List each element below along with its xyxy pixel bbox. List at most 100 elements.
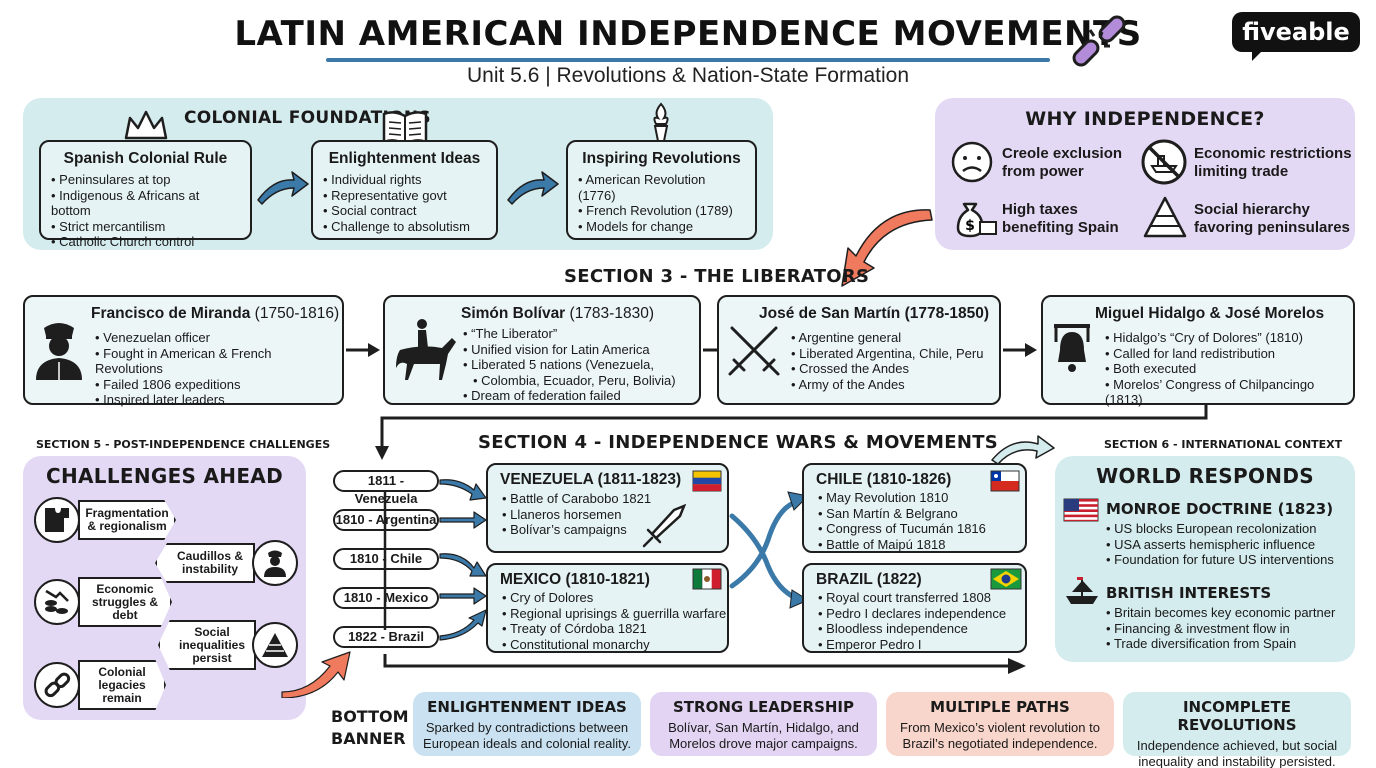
brazil-flag-icon: [990, 568, 1022, 590]
card-title: MEXICO (1810-1821): [500, 571, 650, 588]
monroe-list: US blocks European recolonization USA as…: [1106, 521, 1334, 568]
timeline-pill-venezuela: 1811 - Venezuela: [333, 470, 439, 506]
card-title: BRAZIL (1822): [816, 571, 922, 588]
pyramid-icon: [252, 622, 298, 668]
list-item: Indigenous & Africans at bottom: [51, 188, 240, 219]
crossing-arrows: [729, 491, 810, 609]
list-item: Bloodless independence: [818, 621, 1006, 637]
banner-title: ENLIGHTENMENT IDEAS: [427, 698, 627, 716]
list-item: Morelos’ Congress of Chilpancingo (1813): [1105, 377, 1353, 408]
bell-icon: [1054, 324, 1090, 372]
list-item: Fought in American & French Revolutions: [95, 346, 342, 377]
banner-leadership: STRONG LEADERSHIP Bolívar, San Martín, H…: [650, 692, 877, 756]
card-title: José de San Martín (1778-1850): [759, 305, 990, 322]
card-title: Spanish Colonial Rule: [63, 150, 228, 167]
crown-icon: [124, 110, 168, 144]
crossed-swords-icon: [728, 326, 780, 376]
section4-heading: SECTION 4 - INDEPENDENCE WARS & MOVEMENT…: [478, 432, 999, 453]
card-title: CHILE (1810-1826): [816, 471, 952, 488]
fiveable-logo[interactable]: fiveable: [1232, 12, 1360, 61]
list-item: US blocks European recolonization: [1106, 521, 1334, 537]
declining-coins-icon: [34, 579, 80, 625]
list-item: USA asserts hemispheric influence: [1106, 537, 1334, 553]
list-item: Trade diversification from Spain: [1106, 636, 1335, 652]
list-item: Emperor Pedro I: [818, 637, 1006, 653]
list-item: Social contract: [323, 203, 486, 219]
list-item: May Revolution 1810: [818, 490, 986, 506]
list-item: Cry of Dolores: [502, 590, 726, 606]
list-item: Individual rights: [323, 172, 486, 188]
list-item: Crossed the Andes: [791, 361, 983, 377]
list-item: Battle of Maipú 1818: [818, 537, 986, 553]
list-item: Both executed: [1105, 361, 1353, 377]
list-item: Peninsulares at top: [51, 172, 240, 188]
list-item: “The Liberator”: [463, 326, 676, 342]
title-underline: [326, 58, 1050, 62]
list-item: Hidalgo’s “Cry of Dolores” (1810): [1105, 330, 1353, 346]
horse-rider-icon: [396, 319, 456, 380]
timeline-arrows: [439, 479, 487, 641]
list-item: French Revolution (1789): [578, 203, 745, 219]
open-book-icon: [382, 111, 428, 146]
british-title: BRITISH INTERESTS: [1106, 584, 1272, 602]
section3-heading: SECTION 3 - THE LIBERATORS: [564, 266, 870, 287]
mexico-card: MEXICO (1810-1821) Cry of Dolores Region…: [486, 563, 729, 653]
sad-face-icon: [951, 141, 993, 183]
puzzle-icon: [34, 497, 80, 543]
list-item: Constitutional monarchy: [502, 637, 726, 653]
card-title: Miguel Hidalgo & José Morelos: [1095, 305, 1325, 322]
chile-card: CHILE (1810-1826) May Revolution 1810 Sa…: [802, 463, 1027, 553]
arrow-right-icon: [1003, 343, 1037, 357]
colonial-foundations-heading: COLONIAL FOUNDATIONS: [184, 108, 431, 128]
list-item: Argentine general: [791, 330, 983, 346]
arrow-right-icon: [346, 343, 380, 357]
venezuela-flag-icon: [692, 470, 722, 492]
chile-flag-icon: [990, 470, 1020, 492]
spanish-colonial-rule-card: Spanish Colonial Rule Peninsulares at to…: [39, 140, 252, 249]
broken-chain-icon: [1072, 15, 1126, 67]
banner-enlightenment: ENLIGHTENMENT IDEAS Sparked by contradic…: [413, 692, 641, 756]
banner-title: STRONG LEADERSHIP: [672, 698, 855, 716]
usa-flag-icon: [1063, 498, 1099, 522]
list-item: Catholic Church control: [51, 234, 240, 250]
card-title: VENEZUELA (1811-1823): [500, 471, 682, 488]
list-item: Dream of federation failed: [463, 388, 676, 404]
chain-icon: [34, 662, 80, 708]
list-item: Liberated Argentina, Chile, Peru: [791, 346, 983, 362]
curved-arrow-icon: [257, 171, 309, 205]
caudillo-icon: [252, 540, 298, 586]
long-arrow: [383, 654, 1026, 674]
mexico-flag-icon: [692, 568, 722, 590]
list-item: Models for change: [578, 219, 745, 235]
list-item: Liberated 5 nations (Venezuela,: [463, 357, 676, 373]
sword-icon: [642, 503, 687, 548]
list-item: Unified vision for Latin America: [463, 342, 676, 358]
list-item: Llaneros horsemen: [502, 507, 651, 523]
list-item: Royal court transferred 1808: [818, 590, 1006, 606]
salmon-arrow-small-icon: [281, 651, 351, 698]
miranda-card: Francisco de Miranda (1750-1816) Venezue…: [23, 295, 344, 407]
banner-multiple-paths: MULTIPLE PATHS From Mexico’s violent rev…: [886, 692, 1114, 756]
list-item: Battle of Carabobo 1821: [502, 491, 651, 507]
challenge-item: Fragmentation& regionalism: [78, 500, 176, 540]
ship-icon: [1066, 577, 1098, 604]
monroe-title: MONROE DOCTRINE (1823): [1106, 500, 1334, 518]
list-item: Venezuelan officer: [95, 330, 342, 346]
card-title: Inspiring Revolutions: [582, 150, 741, 167]
list-item: Congress of Tucumán 1816: [818, 521, 986, 537]
card-title: Simón Bolívar (1783-1830): [461, 305, 654, 322]
list-item: Pedro I declares independence: [818, 606, 1006, 622]
banner-incomplete: INCOMPLETE REVOLUTIONS Independence achi…: [1123, 692, 1351, 768]
challenge-item: Caudillos &instability: [155, 543, 255, 583]
